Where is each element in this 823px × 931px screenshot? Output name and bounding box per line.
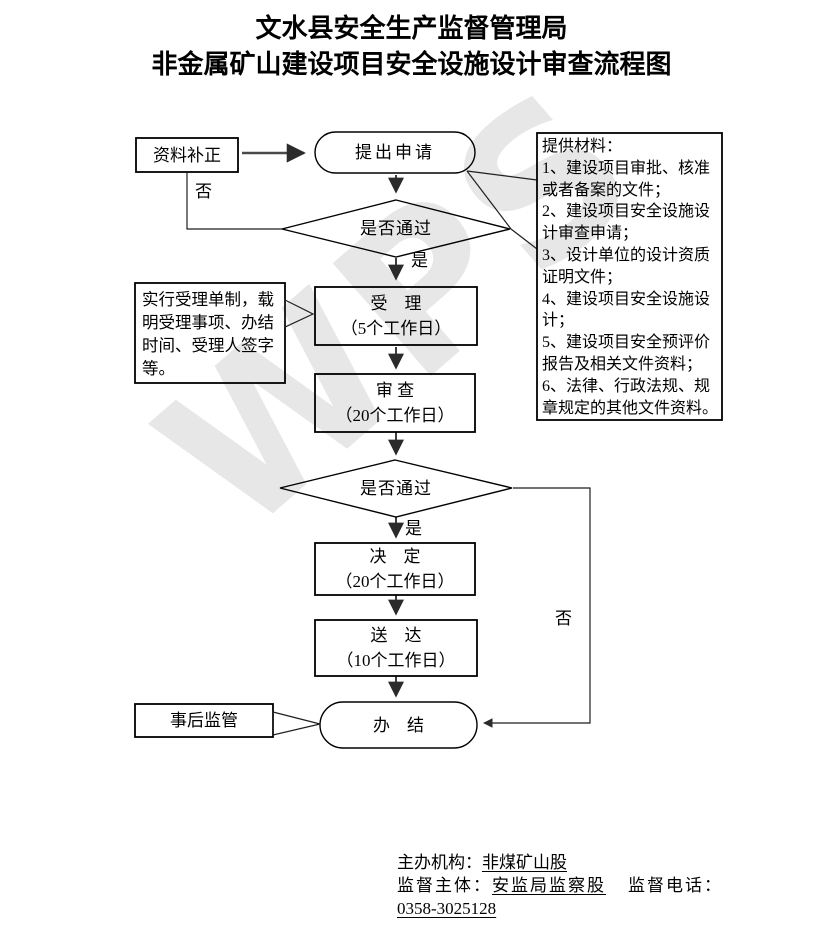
acceptance-box <box>314 286 478 346</box>
post-supervision-pointer <box>272 711 321 736</box>
organizer-value: 非煤矿山股 <box>482 853 567 872</box>
footer-organizer-row: 主办机构：非煤矿山股 <box>397 851 723 874</box>
yes-label-2: 是 <box>405 519 422 538</box>
review-box <box>314 373 476 433</box>
materials-callout-line-bottom <box>510 228 538 250</box>
phone-value: 0358-3025128 <box>397 899 497 918</box>
data-correction-label: 资料补正 <box>153 145 221 165</box>
edge-no-to-completion <box>483 487 591 728</box>
acceptance-note-text: 实行受理单制，载 明受理事项、办结 时间、受理人签字 等。 <box>142 290 274 378</box>
yes-label-1: 是 <box>411 251 428 270</box>
decision-label: 决 定 （20个工作日） <box>335 547 455 591</box>
pass-check-2-label: 是否通过 <box>360 479 432 498</box>
supervisor-label: 监督主体： <box>397 876 492 895</box>
acceptance-note-pointer <box>284 299 315 328</box>
materials-callout-line-top <box>466 170 538 181</box>
organizer-label: 主办机构： <box>397 853 482 872</box>
review-label: 审 查 （20个工作日） <box>335 381 455 425</box>
delivery-box <box>314 619 478 677</box>
pass-check-1-diamond <box>281 199 511 258</box>
phone-label: 监督电话： <box>628 876 723 895</box>
delivery-label: 送 达 （10个工作日） <box>336 626 456 670</box>
acceptance-note-box <box>134 282 286 384</box>
pass-check-2-diamond <box>279 459 513 518</box>
submit-application-oval <box>314 131 476 174</box>
completion-label: 办 结 <box>373 715 424 735</box>
supervisor-value: 安监局监察股 <box>492 876 606 895</box>
page-title: 文水县安全生产监督管理局 <box>255 14 568 43</box>
decision-box <box>314 542 476 596</box>
post-supervision-label: 事后监管 <box>170 711 238 730</box>
page-subtitle: 非金属矿山建设项目安全设施设计审查流程图 <box>151 50 672 79</box>
footer-block: 主办机构：非煤矿山股 监督主体：安监局监察股 监督电话： 0358-3025128 <box>397 851 723 920</box>
pass-check-1-label: 是否通过 <box>360 219 432 238</box>
no-label-2: 否 <box>555 609 572 628</box>
completion-oval <box>319 701 478 749</box>
footer-phone-row: 0358-3025128 <box>397 897 723 920</box>
no-label-1: 否 <box>195 182 212 201</box>
edge-no-to-correction <box>186 173 282 230</box>
acceptance-label: 受 理 （5个工作日） <box>340 294 452 338</box>
materials-callout-line-middle <box>466 170 512 230</box>
materials-list-text: 提供材料： 1、建设项目审批、核准 或者备案的文件； 2、建设项目安全设施设 计… <box>542 138 719 417</box>
footer-supervisor-row: 监督主体：安监局监察股 监督电话： <box>397 874 723 897</box>
data-correction-box <box>135 137 239 173</box>
materials-box <box>536 132 723 421</box>
submit-application-label: 提出申请 <box>355 143 435 162</box>
